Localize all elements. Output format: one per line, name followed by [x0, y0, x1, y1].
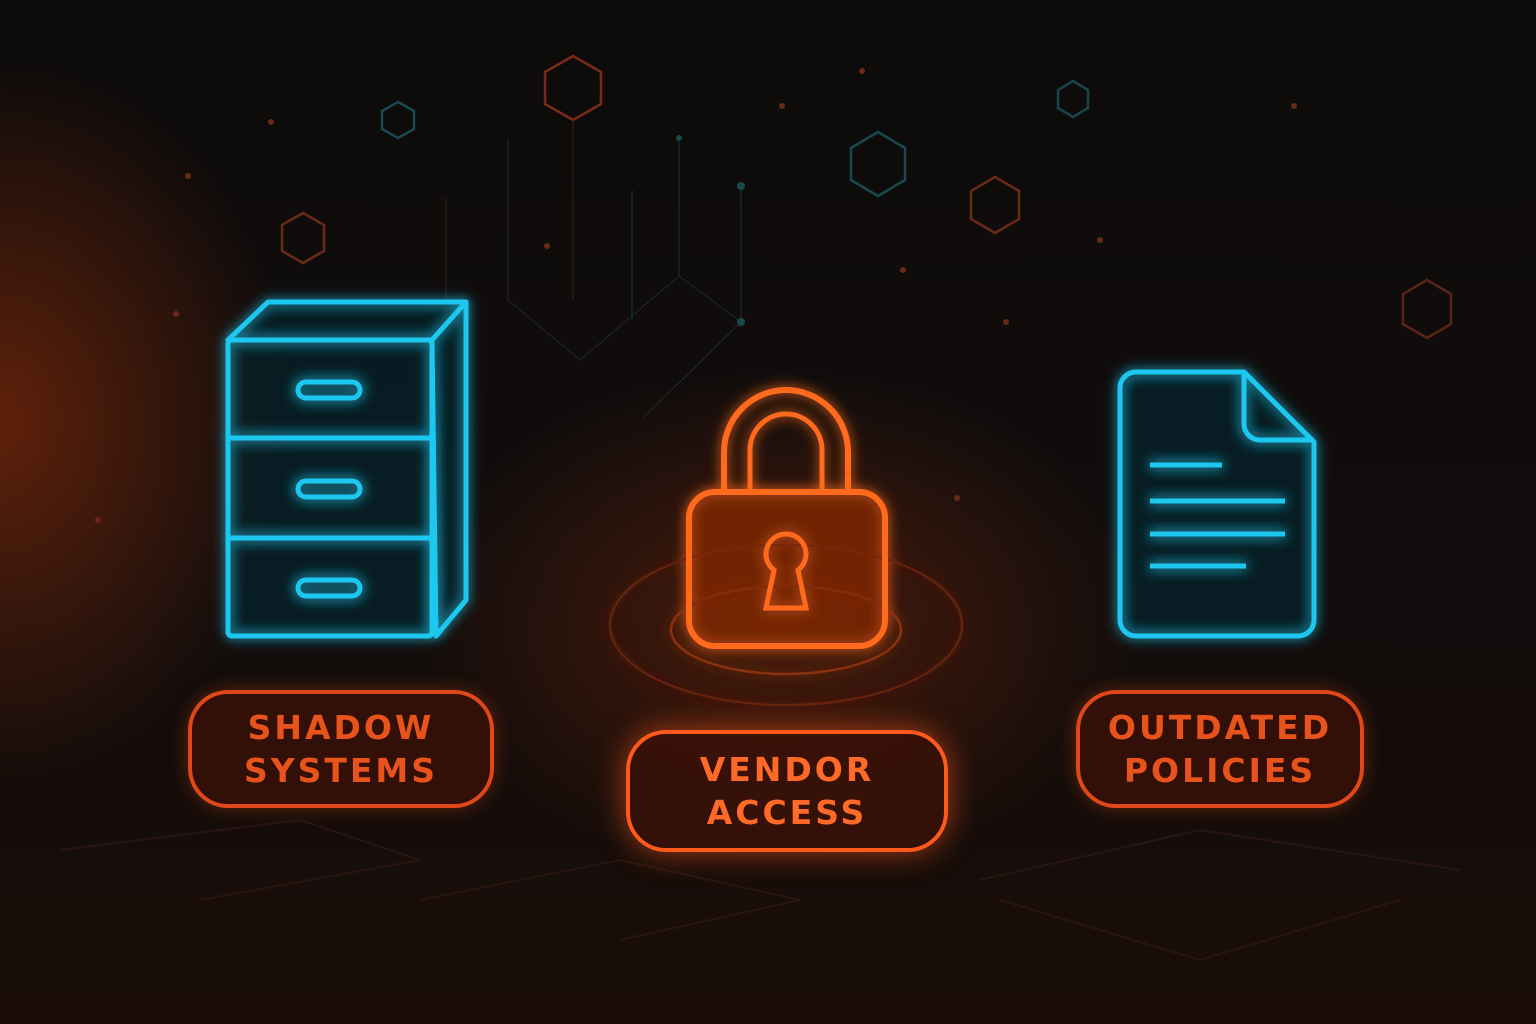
label-line: SHADOW: [247, 708, 435, 747]
particle-dots: [95, 68, 1297, 523]
circuit-lines: [445, 120, 742, 419]
hexagon-icon: [543, 54, 603, 122]
filing-cabinet-icon: [225, 299, 469, 639]
shadow-systems-label: SHADOW SYSTEMS: [188, 690, 494, 808]
label-line: POLICIES: [1123, 751, 1317, 790]
hexagon-icon: [380, 100, 416, 140]
hexagon-icon: [1056, 79, 1090, 119]
padlock-icon: [609, 387, 963, 706]
vendor-access-label: VENDOR ACCESS: [626, 730, 948, 852]
label-line: ACCESS: [706, 793, 868, 832]
label-line: OUTDATED: [1107, 708, 1333, 747]
hexagon-decorations: [280, 54, 1453, 340]
outdated-policies-label: OUTDATED POLICIES: [1076, 690, 1364, 808]
hexagon-icon: [1401, 278, 1453, 340]
document-icon: [1117, 369, 1317, 639]
label-line: VENDOR: [699, 750, 875, 789]
floor-chevrons: [59, 818, 1461, 962]
label-line: SYSTEMS: [243, 751, 439, 790]
hexagon-icon: [280, 211, 326, 265]
hexagon-icon: [849, 130, 907, 198]
hexagon-icon: [969, 175, 1021, 235]
